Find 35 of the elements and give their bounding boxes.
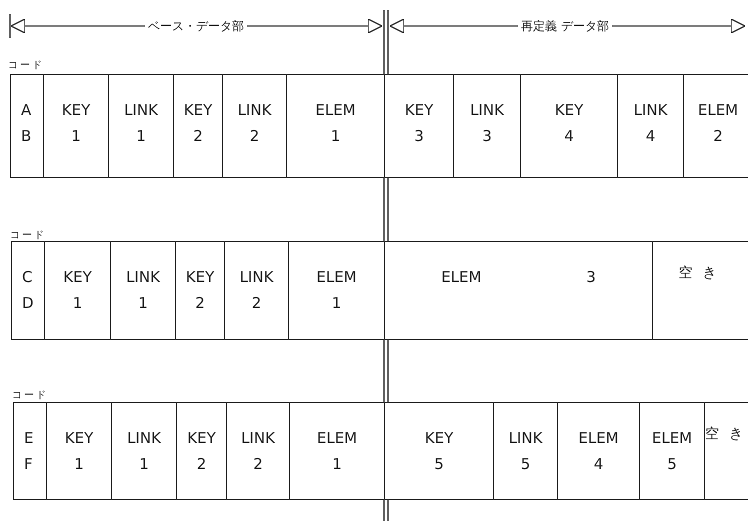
record-field: LINK 4: [617, 74, 684, 178]
record-field: KEY 3: [384, 74, 454, 178]
record-field: KEY 5: [384, 402, 494, 500]
record-field: LINK 2: [224, 241, 289, 340]
record-field: KEY 4: [520, 74, 618, 178]
record-field: ELEM 3: [384, 241, 653, 340]
record-field: LINK 1: [108, 74, 174, 178]
record-field: LINK 3: [453, 74, 521, 178]
dimension-label: 再定義 データ部: [518, 18, 612, 35]
record-field: KEY 1: [46, 402, 112, 500]
record-field: LINK 2: [226, 402, 290, 500]
field-caption: コード: [10, 229, 46, 242]
code-field: C D: [11, 241, 45, 340]
record-field: ELEM 2: [683, 74, 748, 178]
record-field: ELEM 1: [288, 241, 385, 340]
record-field: ELEM 5: [639, 402, 705, 500]
record-field: KEY 2: [175, 241, 225, 340]
record-field: ELEM 4: [557, 402, 640, 500]
field-caption: コード: [12, 389, 48, 402]
record-field: LINK 1: [111, 402, 177, 500]
code-field: A B: [10, 74, 44, 178]
record-field: LINK 5: [493, 402, 558, 500]
code-field: E F: [13, 402, 47, 500]
record-field: KEY 2: [173, 74, 223, 178]
record-field: KEY 2: [176, 402, 227, 500]
record-field: KEY 1: [43, 74, 109, 178]
record-field: ELEM 1: [289, 402, 385, 500]
dimension-label: ベース・データ部: [145, 18, 247, 35]
record-field: LINK 1: [110, 241, 176, 340]
empty-field: 空き: [704, 402, 748, 500]
record-field: LINK 2: [222, 74, 287, 178]
record-field: ELEM 1: [286, 74, 385, 178]
field-caption: コード: [8, 59, 44, 72]
record-field: KEY 1: [44, 241, 111, 340]
empty-field: 空き: [652, 241, 748, 340]
